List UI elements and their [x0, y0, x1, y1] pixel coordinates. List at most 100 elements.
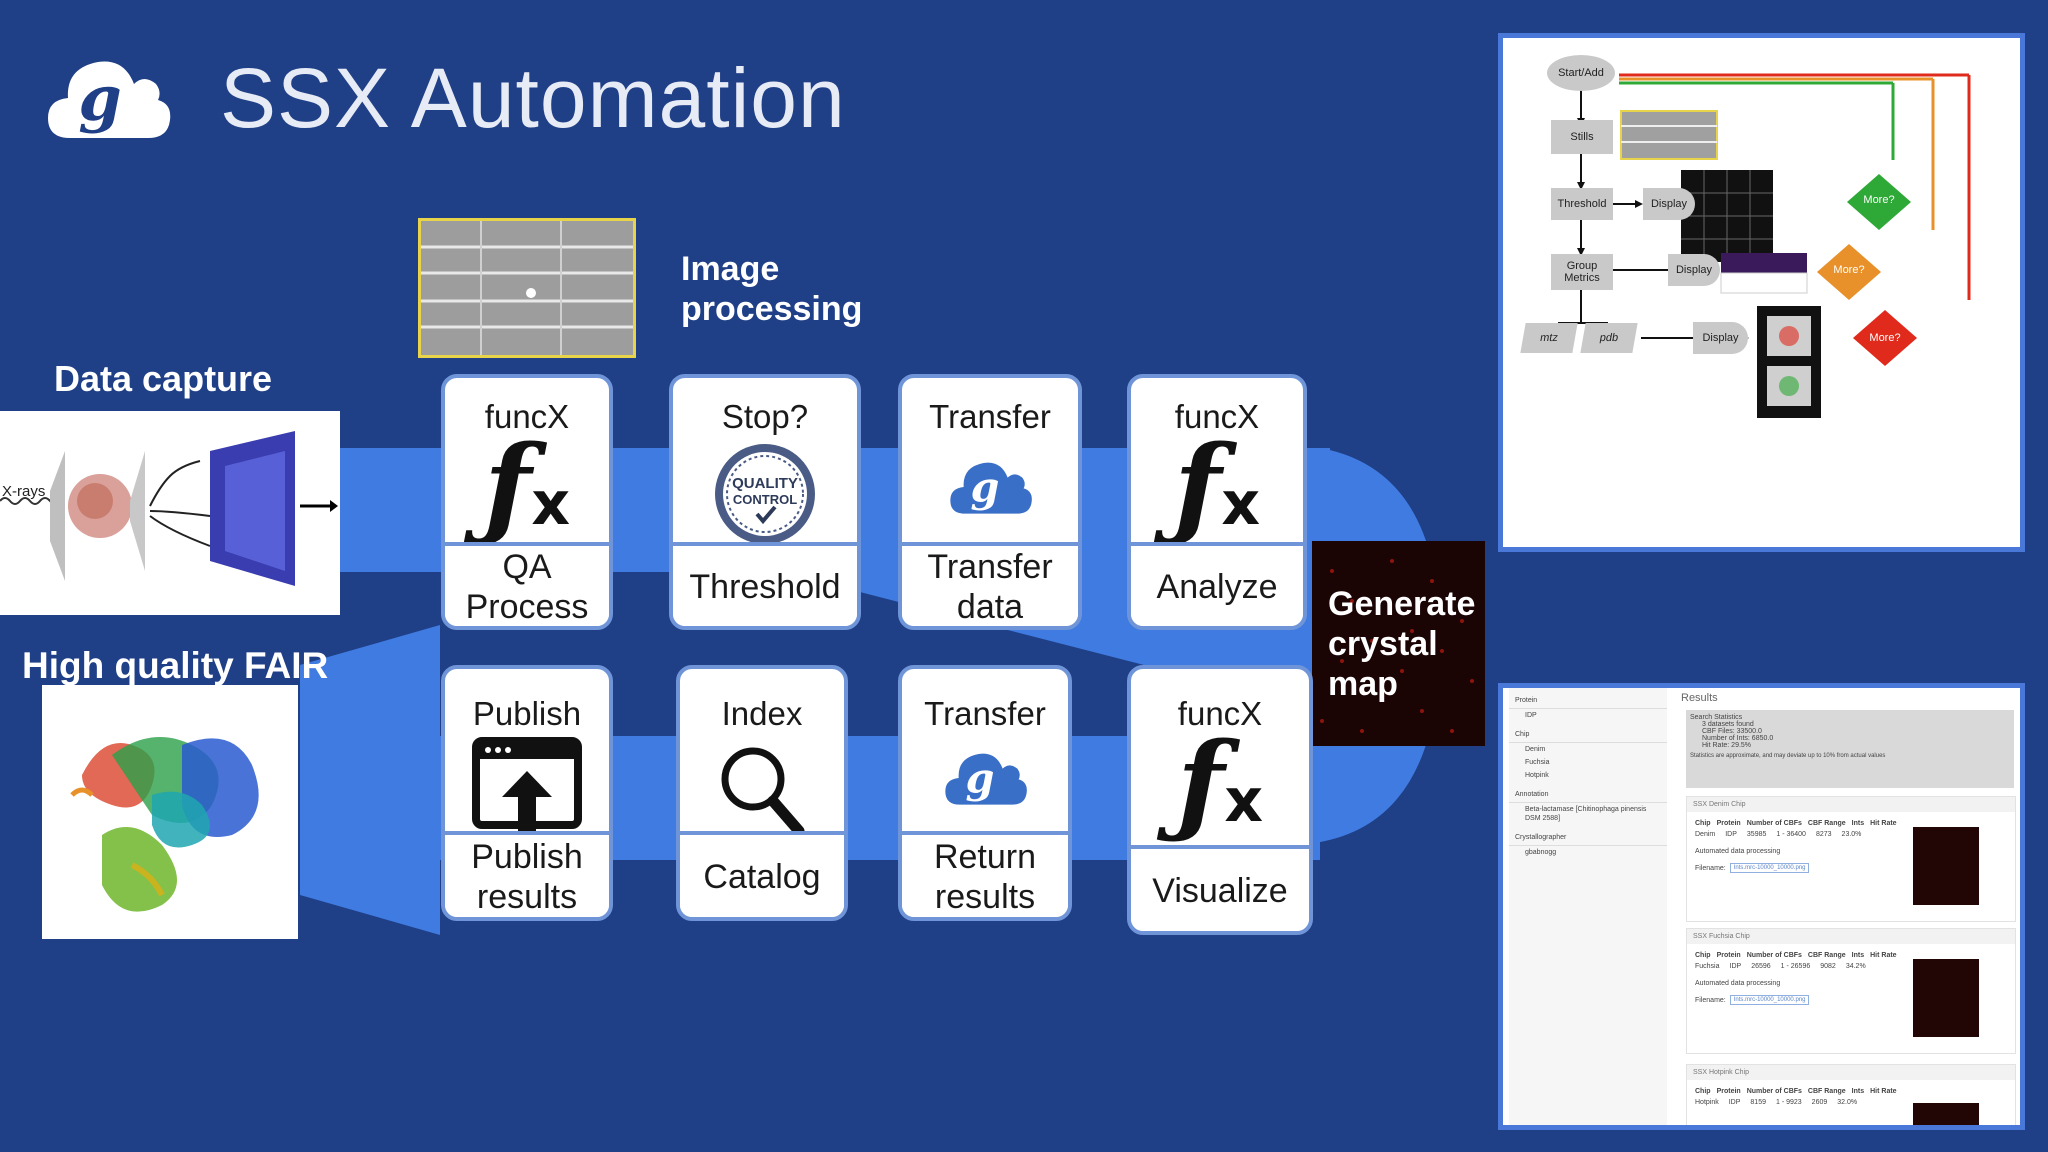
card-top-label: funcX: [484, 398, 570, 435]
card-bottom-label: QA Process: [445, 542, 609, 626]
flow-more-green: More?: [1863, 194, 1895, 206]
bottom-line-1: Transfer: [927, 548, 1053, 586]
flow-more-orange: More?: [1833, 264, 1865, 276]
svg-text:g: g: [78, 62, 121, 135]
bottom-line-2: Process: [465, 588, 589, 626]
sidebar-filter-item[interactable]: Denim: [1525, 746, 1546, 753]
sidebar-filter-item[interactable]: Beta-lactamase [Chitinophaga pinensis DS…: [1525, 806, 1647, 822]
table-header-cell: Protein: [1716, 1088, 1741, 1095]
stats-line: Hit Rate: 29.5%: [1702, 742, 1752, 749]
flow-display-2: Display: [1668, 254, 1720, 286]
publish-upload-icon: [445, 737, 609, 837]
table-header-cell: Hit Rate: [1870, 820, 1897, 827]
card-top-label: Transfer: [929, 398, 1051, 435]
table-header-cell: CBF Range: [1807, 820, 1846, 827]
sidebar-group-header: Protein: [1509, 688, 1667, 709]
table-header-cell: Protein: [1716, 952, 1741, 959]
globus-cloud-icon: g: [902, 743, 1068, 813]
card-transfer-data[interactable]: Transfer g Transfer data: [898, 374, 1082, 630]
card-analyze[interactable]: funcX ƒx Analyze: [1127, 374, 1307, 630]
card-threshold[interactable]: Stop? QUALITY CONTROL Threshold: [669, 374, 861, 630]
table-header-cell: Hit Rate: [1870, 952, 1897, 959]
table-cell: IDP: [1729, 963, 1742, 970]
flow-display-3: Display: [1693, 322, 1748, 354]
crystal-map-thumbnail: [1913, 827, 1979, 905]
sidebar-group-header: Crystallographer: [1509, 825, 1667, 846]
table-header-cell: Chip: [1695, 952, 1711, 959]
results-label: Results: [1681, 692, 1718, 704]
filename-row: Filename:Ints.mrc-10000_10000.png: [1687, 857, 2015, 879]
stats-note: Statistics are approximate, and may devi…: [1690, 753, 1886, 759]
filename-link[interactable]: Ints.mrc-10000_10000.png: [1729, 863, 1810, 873]
card-bottom-label: Catalog: [680, 831, 844, 917]
heading-generate-3: map: [1328, 665, 1398, 703]
table-header-cell: Ints: [1851, 1088, 1865, 1095]
sidebar-filter-item[interactable]: IDP: [1525, 712, 1537, 719]
flow-more-red: More?: [1869, 332, 1901, 344]
flow-start: Start/Add: [1558, 67, 1604, 79]
heading-image-processing-2: processing: [681, 290, 863, 328]
sidebar-group-header: Chip: [1509, 722, 1667, 743]
table-cell: 8159: [1750, 1099, 1766, 1106]
table-cell: 23.0%: [1841, 831, 1862, 838]
table-header-cell: Chip: [1695, 1088, 1711, 1095]
bottom-line-1: Return: [933, 838, 1037, 876]
workflow-flowchart-panel: Start/Add Stills Threshold Display Group…: [1498, 33, 2025, 552]
card-bottom-label: Visualize: [1131, 845, 1309, 931]
stats-line: CBF Files: 33500.0: [1702, 728, 1762, 735]
search-statistics-box: Search Statistics 3 datasets found CBF F…: [1686, 710, 2014, 788]
magnifier-icon: [680, 743, 844, 839]
flow-stills: Stills: [1551, 120, 1613, 154]
globus-logo: g: [40, 48, 175, 148]
sidebar-filter-item[interactable]: Fuchsia: [1525, 759, 1550, 766]
filename-link[interactable]: Ints.mrc-10000_10000.png: [1729, 995, 1810, 1005]
auto-processing-label: Automated data processing: [1695, 980, 1781, 987]
card-top-label: funcX: [1177, 695, 1263, 732]
table-cell: 2609: [1811, 1099, 1828, 1106]
table-header-cell: Number of CBFs: [1746, 820, 1802, 827]
sidebar-filter-item[interactable]: gbabnogg: [1525, 849, 1557, 856]
card-top-label: funcX: [1174, 398, 1260, 435]
table-header-cell: Chip: [1695, 820, 1711, 827]
table-cell: 34.2%: [1845, 963, 1866, 970]
stats-line: Number of Ints: 6850.0: [1702, 735, 1774, 742]
section-title: SSX Denim Chip: [1687, 797, 2015, 812]
table-cell: Denim: [1695, 831, 1716, 838]
crystal-map-image: Generate crystal map: [1312, 541, 1485, 746]
svg-text:g: g: [971, 463, 1000, 512]
flow-display-1: Display: [1643, 188, 1695, 220]
svg-text:g: g: [966, 754, 995, 803]
card-qa-process[interactable]: funcX ƒx QA Process: [441, 374, 613, 630]
table-cell: 9082: [1820, 963, 1836, 970]
card-publish-results[interactable]: Publish Publish results: [441, 665, 613, 921]
quality-control-seal-icon: QUALITY CONTROL: [673, 442, 857, 546]
card-bottom-label: Analyze: [1131, 542, 1303, 626]
table-header-cell: Ints: [1851, 820, 1865, 827]
section-title: SSX Fuchsia Chip: [1687, 929, 2015, 944]
stats-line: 3 datasets found: [1702, 721, 1754, 728]
card-return-results[interactable]: Transfer g Return results: [898, 665, 1072, 921]
heading-generate-1: Generate: [1328, 585, 1476, 623]
table-cell: 1 - 26596: [1780, 963, 1811, 970]
filename-label: Filename:: [1695, 864, 1726, 872]
card-bottom-label: Threshold: [673, 542, 857, 626]
fx-icon: ƒx: [483, 421, 571, 550]
table-cell: 26596: [1751, 963, 1771, 970]
auto-processing-label: Automated data processing: [1695, 848, 1781, 855]
card-visualize[interactable]: funcX ƒx Visualize: [1127, 665, 1313, 935]
page-title: SSX Automation: [220, 51, 846, 145]
card-catalog[interactable]: Index Catalog: [676, 665, 848, 921]
card-top-label: Transfer: [924, 695, 1046, 732]
sidebar-filter-item[interactable]: Hotpink: [1525, 772, 1549, 779]
globus-cloud-icon: g: [902, 452, 1078, 522]
fx-icon: ƒx: [1173, 421, 1261, 550]
table-header-cell: CBF Range: [1807, 1088, 1846, 1095]
heading-image-processing-1: Image: [681, 250, 780, 288]
card-bottom-label: Transfer data: [902, 542, 1078, 626]
crystal-map-thumbnail: [1913, 1103, 1979, 1125]
